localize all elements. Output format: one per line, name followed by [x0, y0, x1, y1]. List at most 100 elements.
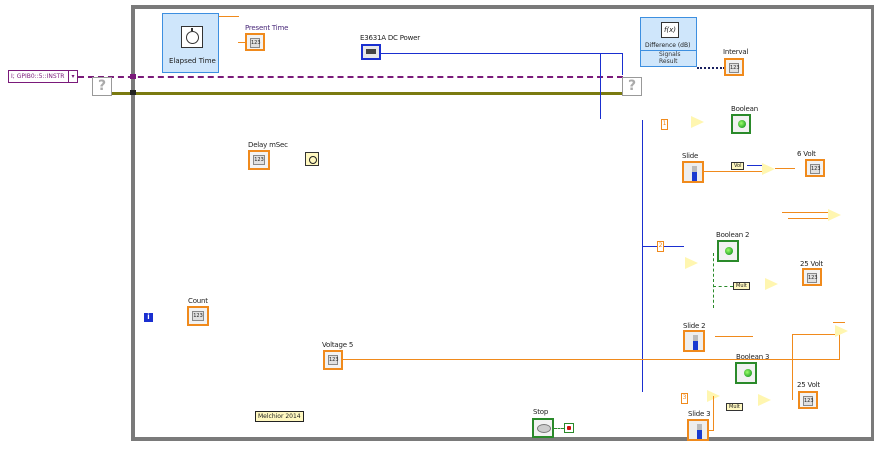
ring-constant-2-value: Mult: [736, 283, 747, 289]
volt6-value: 123: [810, 164, 821, 174]
missing-vi-icon[interactable]: ?: [92, 77, 112, 96]
ring-wire: [747, 165, 762, 166]
elapsed-time-title: Elapsed Time: [169, 57, 216, 65]
delay-control[interactable]: 123: [248, 150, 270, 170]
refnum-wire-down: [622, 53, 623, 75]
add2-top: [833, 322, 845, 323]
voltage5-value: 123: [328, 355, 339, 365]
difference-title: Difference (dB): [645, 42, 691, 49]
delay-value: 123: [253, 155, 265, 165]
select-primitive-icon-2[interactable]: [685, 257, 698, 269]
slide3-label: Slide 3: [688, 410, 711, 418]
present-time-value: 123: [250, 38, 261, 48]
const-3-value: 3: [682, 394, 687, 401]
present-time-indicator[interactable]: 123: [245, 33, 265, 51]
add-primitive-icon[interactable]: [828, 209, 841, 221]
interval-label: Interval: [723, 48, 749, 56]
add2-left: [792, 334, 835, 335]
difference-result-output[interactable]: Result: [659, 58, 678, 65]
count-label: Count: [188, 297, 208, 305]
delay-label: Delay mSec: [248, 141, 288, 149]
loop-tunnel-error: [130, 90, 136, 95]
multiply-primitive-icon-2[interactable]: [765, 278, 778, 290]
stop-button[interactable]: [532, 418, 554, 438]
volt25b-indicator[interactable]: 123: [798, 391, 818, 409]
result-wire: [697, 67, 725, 69]
voltage5-control[interactable]: 123: [323, 350, 343, 370]
bool2-wire: [713, 253, 714, 308]
difference-signals-input[interactable]: Signals: [659, 51, 681, 58]
const-3[interactable]: 3: [681, 393, 688, 404]
const-2-value: 2: [658, 242, 663, 249]
slide3-control[interactable]: [687, 419, 709, 441]
slide2-control[interactable]: [683, 330, 705, 352]
refnum-wire: [381, 53, 603, 54]
select-primitive-icon[interactable]: [691, 116, 704, 128]
volt25a-label: 25 Volt: [800, 260, 823, 268]
visa-wire: [78, 76, 623, 78]
volt25a-indicator[interactable]: 123: [802, 268, 822, 286]
boolean3-indicator[interactable]: [735, 362, 757, 384]
multiply-primitive-icon[interactable]: [762, 163, 775, 175]
stop-terminal-icon[interactable]: [564, 423, 574, 433]
multiply-primitive-icon-3[interactable]: [758, 394, 771, 406]
const-1[interactable]: 1: [661, 119, 668, 130]
refnum-wire-drop: [600, 53, 601, 119]
present-time-label: Present Time: [245, 24, 289, 32]
ring-constant[interactable]: Vol: [731, 162, 745, 170]
visa-resource-constant[interactable]: I; GPIB0::5::INSTR ▾: [8, 70, 78, 83]
visa-dropdown-icon[interactable]: ▾: [68, 71, 77, 82]
dc-power-refnum[interactable]: [361, 44, 381, 60]
boolean2-indicator[interactable]: [717, 240, 739, 262]
present-time-wire: [238, 42, 245, 43]
count-indicator[interactable]: 123: [187, 306, 209, 326]
slide-label: Slide: [682, 152, 699, 160]
slide2-wire: [715, 336, 753, 337]
volt25b-value: 123: [803, 396, 814, 406]
volt25a-value: 123: [807, 273, 818, 283]
volt6-label: 6 Volt: [797, 150, 816, 158]
const-2[interactable]: 2: [657, 241, 664, 252]
interval-indicator[interactable]: 123: [724, 58, 744, 76]
const-1-value: 1: [662, 120, 667, 127]
function-glyph: f(x): [663, 26, 677, 34]
slide-control[interactable]: [682, 161, 704, 183]
interval-value: 123: [729, 63, 740, 73]
ring-constant-2[interactable]: Mult: [733, 282, 750, 290]
voltage5-wire-up: [839, 331, 840, 360]
add2-down: [792, 334, 793, 400]
stop-label: Stop: [533, 408, 549, 416]
volt6-indicator[interactable]: 123: [805, 159, 825, 177]
refnum-wire-right: [603, 53, 623, 54]
slide2-label: Slide 2: [683, 322, 706, 330]
refnum-trunk: [642, 120, 643, 392]
missing-vi-icon-2[interactable]: ?: [622, 77, 642, 96]
bool2-wire-h: [713, 286, 733, 287]
elapsed-output-wire: [219, 16, 239, 17]
iteration-terminal[interactable]: i: [144, 313, 153, 322]
wait-ms-icon[interactable]: [305, 152, 319, 166]
visa-resource-text: I; GPIB0::5::INSTR: [11, 73, 65, 80]
mult-out-wire: [775, 168, 795, 169]
ring-constant-3[interactable]: Mult: [726, 403, 743, 411]
slide3-wire: [709, 430, 713, 431]
while-loop-frame[interactable]: [131, 5, 874, 441]
ring-constant-value: Vol: [734, 163, 742, 169]
boolean-indicator[interactable]: [731, 114, 751, 134]
stop-wire: [554, 428, 564, 429]
difference-express-vi[interactable]: f(x) Difference (dB) Signals Result: [640, 17, 697, 67]
error-wire: [112, 92, 622, 95]
slide-wire: [704, 171, 762, 172]
function-icon: f(x): [661, 22, 679, 38]
add-primitive-icon-2[interactable]: [835, 325, 848, 337]
add-wire-b: [788, 218, 828, 219]
boolean-label: Boolean: [731, 105, 758, 113]
voltage5-label: Voltage 5: [322, 341, 354, 349]
boolean2-label: Boolean 2: [716, 231, 750, 239]
dc-power-label: E3631A DC Power: [360, 34, 420, 42]
count-value: 123: [192, 311, 204, 321]
const2-wire-b: [664, 246, 684, 247]
author-text: Melchior 2014: [258, 413, 301, 420]
author-label: Melchior 2014: [255, 411, 304, 422]
elapsed-time-express-vi[interactable]: Elapsed Time: [162, 13, 219, 73]
